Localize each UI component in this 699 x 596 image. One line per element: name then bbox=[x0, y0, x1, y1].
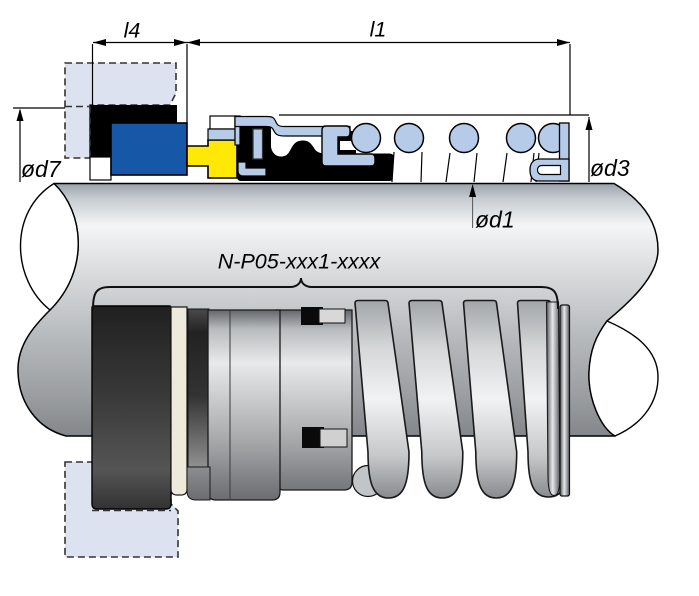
svg-text:l1: l1 bbox=[370, 18, 387, 42]
svg-text:l4: l4 bbox=[124, 19, 141, 43]
svg-text:ød7: ød7 bbox=[21, 156, 62, 182]
svg-text:ød3: ød3 bbox=[590, 155, 630, 181]
svg-text:N-P05-xxx1-xxxx: N-P05-xxx1-xxxx bbox=[218, 250, 382, 274]
svg-text:ød1: ød1 bbox=[475, 207, 515, 233]
